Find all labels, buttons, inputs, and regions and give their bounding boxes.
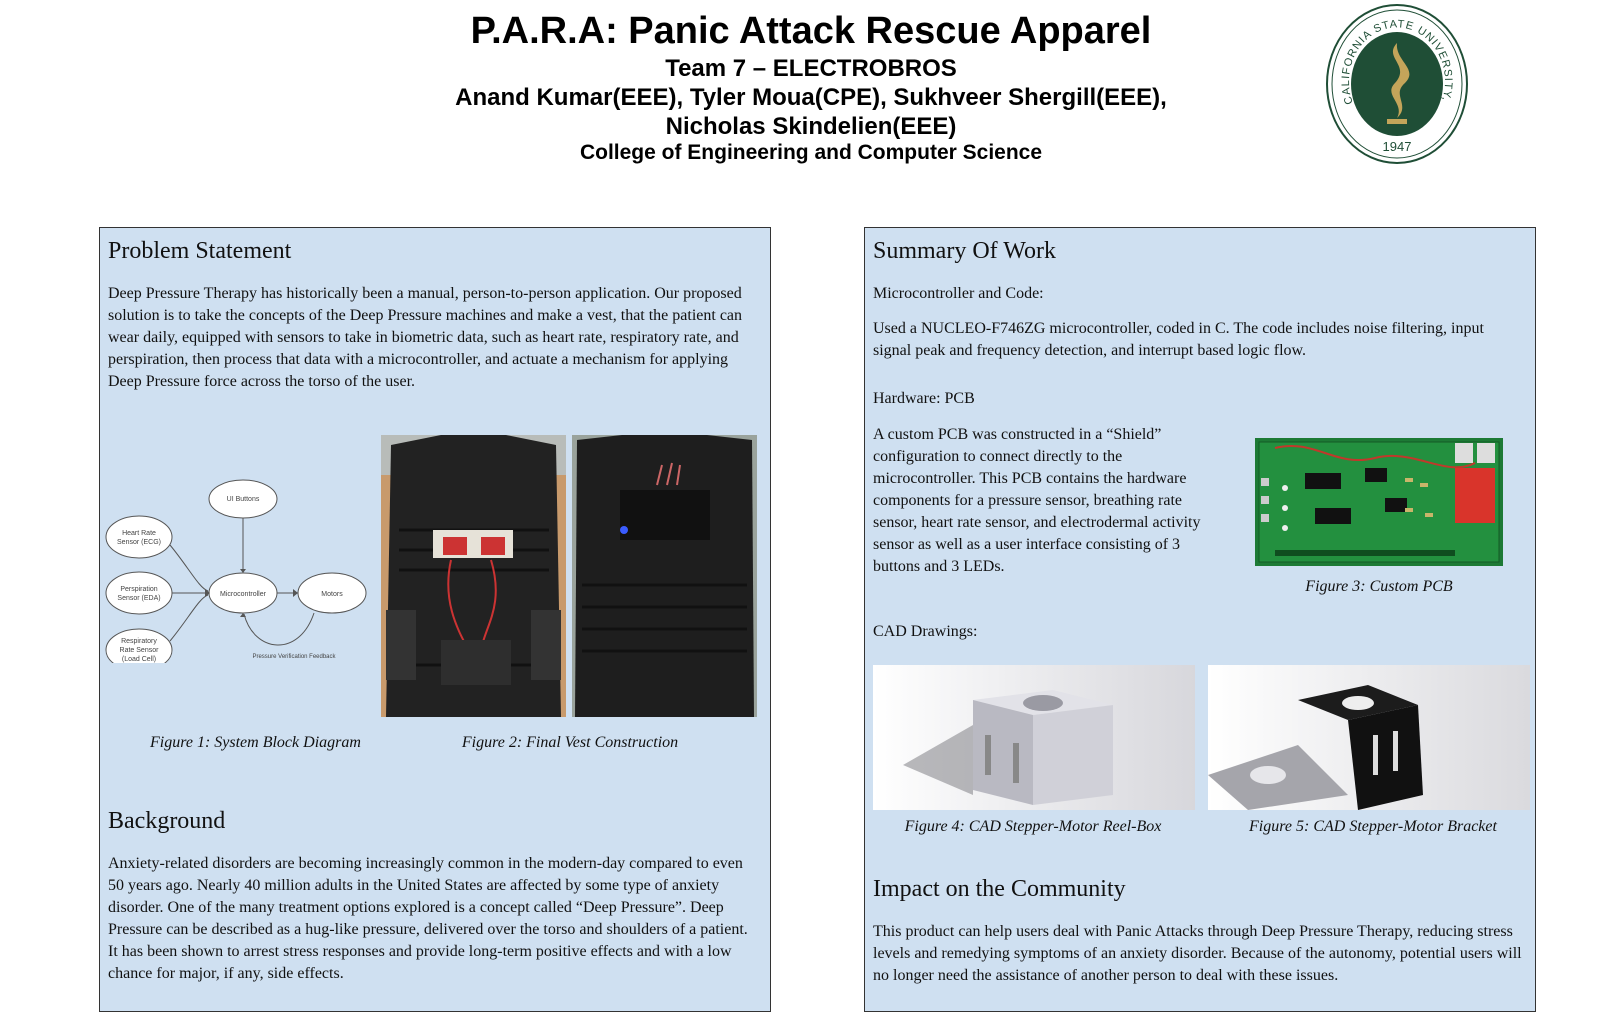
summary-heading: Summary Of Work [873, 238, 1056, 264]
vest-photo-front [381, 435, 566, 717]
seal-year: 1947 [1383, 139, 1412, 154]
university-seal-logo: CALIFORNIA STATE UNIVERSITY, SACRAMENTO … [1325, 3, 1468, 164]
background-heading: Background [108, 808, 226, 834]
pcb-body: A custom PCB was constructed in a “Shiel… [873, 426, 1201, 575]
college-name: College of Engineering and Computer Scie… [579, 141, 1043, 164]
impact-heading: Impact on the Community [873, 876, 1126, 902]
pcb-photo [1255, 438, 1503, 566]
cad-reel-box-render [873, 665, 1195, 810]
label-feedback: Pressure Verification Feedback [252, 654, 336, 660]
right-panel: Summary Of Work Microcontroller and Code… [864, 227, 1536, 1012]
vest-photo-back [572, 435, 757, 717]
label-respiratory: Respiratory [121, 638, 157, 645]
poster-title: P.A.R.A: Panic Attack Rescue Apparel [470, 10, 1152, 52]
authors-line-2: Nicholas Skindelien(EEE) [665, 113, 957, 140]
node-respiratory [105, 628, 173, 663]
pcb-label: Hardware: PCB [873, 390, 975, 407]
flame-icon [1391, 43, 1410, 118]
mcu-label: Microcontroller and Code: [873, 285, 1044, 302]
label-heart-rate: Heart Rate [122, 530, 156, 537]
label-ui-buttons: UI Buttons [227, 496, 260, 503]
cad-bracket-render [1208, 665, 1530, 810]
problem-heading: Problem Statement [108, 238, 292, 264]
label-microcontroller: Microcontroller [220, 591, 267, 598]
figure-3-caption: Figure 3: Custom PCB [1305, 578, 1453, 595]
label-perspiration: Perspiration [120, 586, 157, 593]
background-body: Anxiety-related disorders are becoming i… [108, 855, 748, 982]
impact-body: This product can help users deal with Pa… [873, 923, 1522, 984]
figure-2-caption: Figure 2: Final Vest Construction [461, 734, 679, 751]
figure-5-caption: Figure 5: CAD Stepper-Motor Bracket [1249, 818, 1497, 835]
label-motors: Motors [321, 591, 343, 598]
team-name: Team 7 – ELECTROBROS [665, 55, 957, 82]
problem-body: Deep Pressure Therapy has historically b… [108, 285, 743, 390]
label-heart-rate-2: Sensor (ECG) [117, 539, 161, 546]
label-perspiration-2: Sensor (EDA) [117, 595, 160, 602]
node-heart-rate [105, 515, 173, 559]
node-perspiration [105, 571, 173, 615]
label-respiratory-2: Rate Sensor [120, 647, 160, 654]
figure-1-caption: Figure 1: System Block Diagram [150, 734, 361, 751]
mcu-body: Used a NUCLEO-F746ZG microcontroller, co… [873, 320, 1484, 359]
label-respiratory-3: (Load Cell) [122, 656, 156, 663]
system-block-diagram: UI Buttons Heart Rate Sensor (ECG) Persp… [105, 479, 367, 663]
cad-label: CAD Drawings: [873, 623, 978, 640]
figure-4-caption: Figure 4: CAD Stepper-Motor Reel-Box [904, 818, 1162, 835]
authors-line-1: Anand Kumar(EEE), Tyler Moua(CPE), Sukhv… [455, 84, 1167, 111]
left-panel: Problem Statement Deep Pressure Therapy … [99, 227, 771, 1012]
